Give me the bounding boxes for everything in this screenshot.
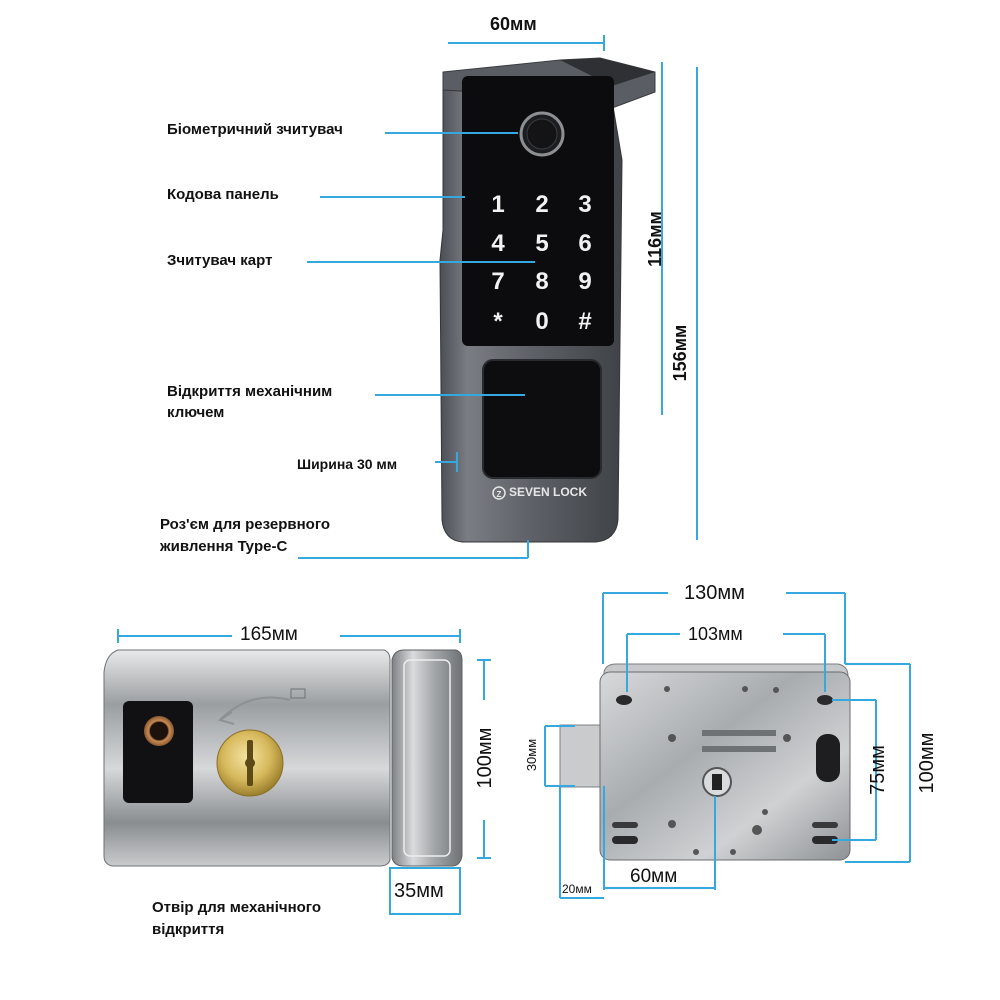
dim-label-outer-height: 156мм [670, 324, 690, 382]
keypad-key-5: 5 [535, 230, 549, 257]
keypad-key-0: 0 [535, 308, 549, 335]
dimension-lines [117, 35, 911, 915]
keypad-key-6: 6 [578, 230, 592, 257]
dim-label-back-height: 100мм [916, 732, 938, 794]
dim-label-hole-vertical: 75мм [867, 745, 889, 795]
back-screw-9 [742, 686, 748, 692]
dim-label-bolt-height: 30мм [524, 738, 539, 772]
dim-label-bolt-offset: 20мм [562, 882, 592, 896]
bolt-housing-highlight [403, 659, 451, 857]
rim-lock-front [103, 649, 463, 867]
callout-usb-line1: Роз'єм для резервного [160, 516, 331, 533]
back-screw-2 [783, 734, 791, 742]
rim-lock-bolt-housing [391, 649, 463, 867]
callout-card-reader: Зчитувач карт [167, 252, 273, 269]
spindle-slot [712, 774, 722, 790]
lock-symbol-mark [290, 688, 306, 699]
keypad-key-1: 1 [491, 191, 505, 218]
keypad-glass-panel [462, 76, 614, 346]
back-right-slot [816, 734, 840, 782]
lock-fingerprint-module [123, 701, 193, 803]
mount-hole-tl [616, 695, 632, 705]
dim-label-lock-depth: 35мм [394, 880, 444, 902]
callout-mechanical-key-line1: Відкриття механічним [167, 383, 333, 400]
keypad-key-8: 8 [535, 268, 549, 295]
dim-label-hole-spacing: 103мм [688, 624, 743, 644]
fingerprint-sensor-icon [519, 111, 565, 157]
mount-hole-tr [817, 695, 833, 705]
mechanical-key-window [482, 359, 602, 479]
keypad-key-star: * [493, 308, 503, 335]
dim-label-back-width: 130мм [684, 582, 745, 604]
back-screw-5 [693, 849, 699, 855]
rotation-arrow-engraving [219, 696, 291, 721]
back-detail-slot-2 [702, 746, 776, 752]
dim-label-lock-width: 165мм [240, 624, 298, 645]
back-bolt [559, 724, 605, 788]
keypad-key-4: 4 [491, 230, 505, 257]
back-screw-6 [730, 849, 736, 855]
lock-fingerprint-icon [144, 716, 174, 746]
svg-text:Z: Z [497, 490, 502, 499]
rim-lock-back [559, 663, 851, 861]
brand-logo-text: SEVEN LOCK [509, 485, 588, 499]
back-screw-10 [773, 687, 779, 693]
callout-usb-line2: живлення Type-C [160, 538, 288, 555]
dim-box-lock-depth [389, 867, 461, 915]
mount-slot-bl [612, 836, 638, 844]
callout-mechanical-key-line2: ключем [167, 404, 225, 421]
back-screw-1 [668, 734, 676, 742]
keypad-key-3: 3 [578, 191, 592, 218]
keypad-key-2: 2 [535, 191, 549, 218]
dim-label-backset: 60мм [630, 866, 678, 887]
keypad-device: Z [439, 57, 656, 543]
dim-label-keypad-height: 116мм [645, 211, 665, 267]
back-screw-3 [668, 820, 676, 828]
back-detail-slot-1 [702, 730, 776, 736]
back-screw-8 [664, 686, 670, 692]
key-cylinder-icon [216, 729, 284, 797]
callout-mechanical-hole-line1: Отвір для механічного [152, 899, 321, 916]
mount-slot-br2 [812, 822, 838, 828]
back-plate [599, 671, 851, 861]
callout-biometric-reader: Біометричний зчитувач [167, 121, 343, 138]
keypad-key-9: 9 [578, 268, 592, 295]
keypad-key-7: 7 [491, 268, 505, 295]
back-screw-7 [762, 809, 768, 815]
callout-mechanical-hole-line2: відкриття [152, 921, 225, 938]
callout-keypad: Кодова панель [167, 186, 279, 203]
rotation-arrow-head [217, 711, 235, 725]
brand-logo-icon [492, 486, 506, 500]
mount-slot-bl2 [612, 822, 638, 828]
device-hood-shadow [560, 58, 655, 86]
dim-label-outer-width: 60мм [490, 14, 537, 34]
callout-width: Ширина 30 мм [297, 456, 398, 472]
keypad-key-hash: # [578, 308, 592, 335]
dim-label-lock-height: 100мм [474, 727, 496, 789]
back-screw-4 [752, 825, 762, 835]
mount-slot-br [812, 836, 838, 844]
